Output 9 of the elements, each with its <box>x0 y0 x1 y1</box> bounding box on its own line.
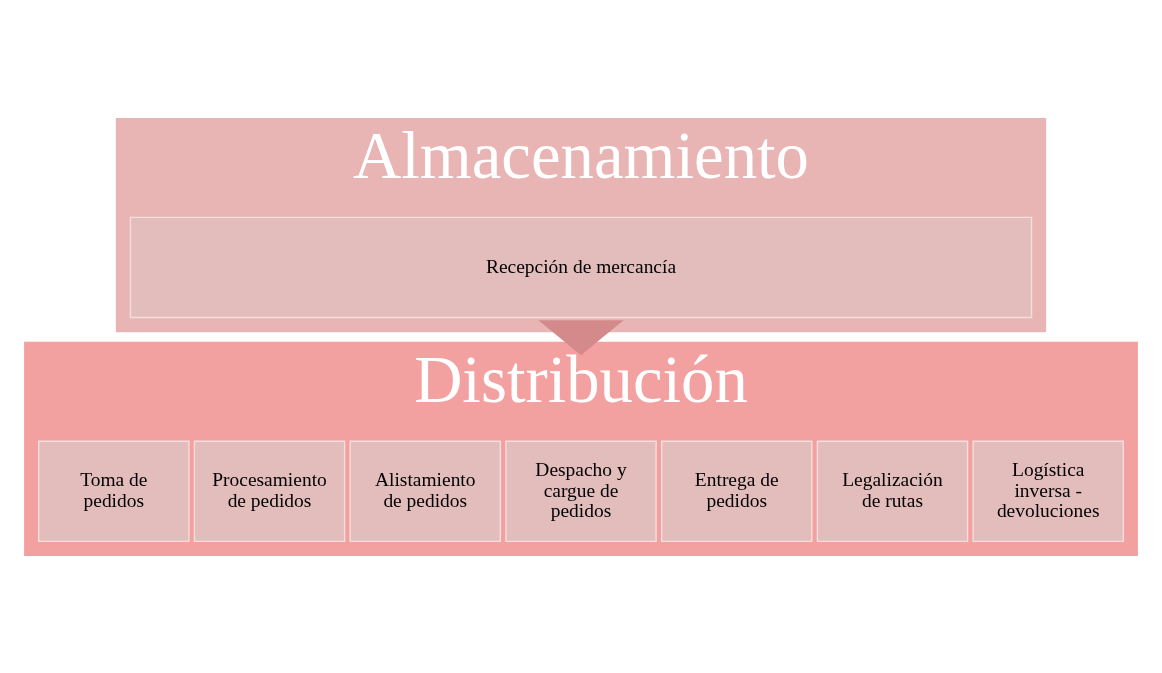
node-box: Alistamiento de pedidos <box>349 440 502 542</box>
node-box: Legalización de rutas <box>816 440 969 542</box>
node-box: Toma de pedidos <box>38 440 190 542</box>
node-box: Entrega de pedidos <box>660 440 813 542</box>
node-box: Logística inversa - devoluciones <box>972 440 1124 542</box>
node-box: Recepción de mercancía <box>129 216 1033 318</box>
node-box: Despacho y cargue de pedidos <box>505 440 657 542</box>
node-box: Procesamiento de pedidos <box>193 440 346 542</box>
arrow <box>538 319 624 355</box>
